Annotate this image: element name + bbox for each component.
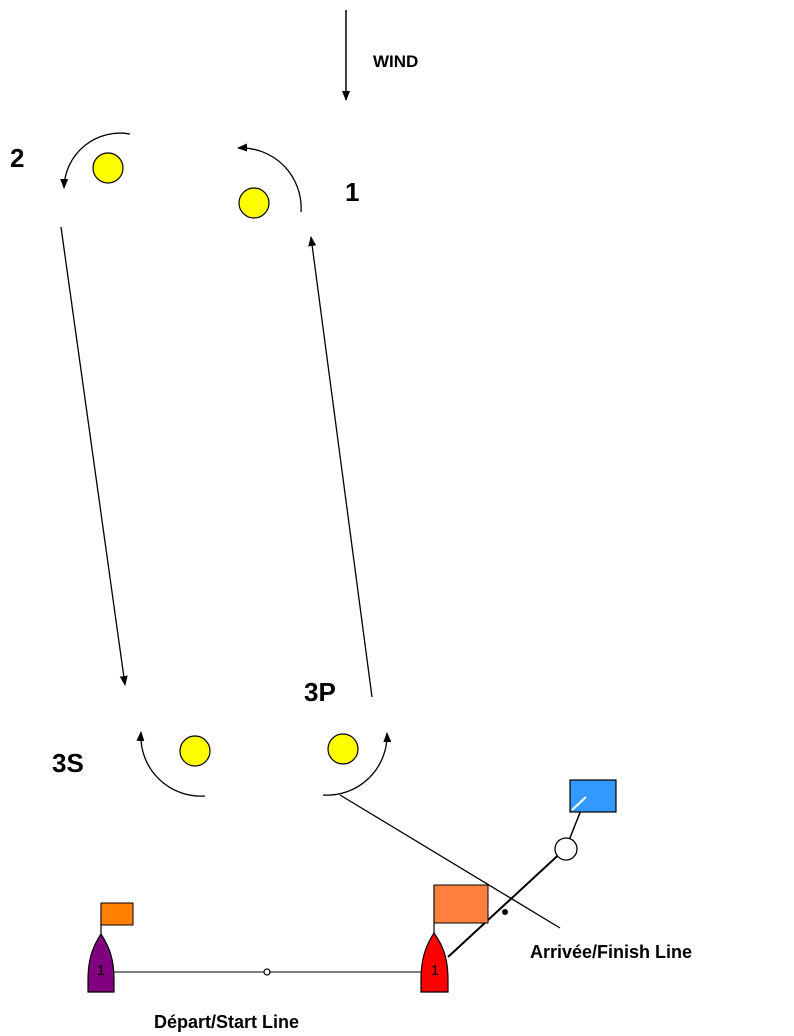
pin-boat-orange-flag (100, 902, 134, 926)
mark-3s-rounding-arrow (136, 731, 206, 797)
pin-boat (87, 902, 134, 993)
mark-1-label: 1 (345, 177, 359, 207)
committee-boat-orange-flag (433, 884, 489, 924)
mark-3p-rounding-arrow (322, 732, 392, 796)
committee-boat-number: 1 (431, 962, 439, 979)
downwind-leg-arrow (60, 226, 128, 686)
mark-1-buoy (238, 187, 270, 219)
pin-boat-number: 1 (97, 962, 105, 979)
mark-3s-label: 3S (52, 748, 84, 778)
finish-line-midpoint (502, 909, 508, 915)
upwind-leg-arrow (308, 236, 373, 698)
wind-label: WIND (373, 52, 418, 71)
mark-2-buoy (92, 152, 124, 184)
finish-line-label: Arrivée/Finish Line (530, 942, 692, 962)
mark-3p-label: 3P (304, 677, 336, 707)
mark-1-rounding-arrow (237, 143, 302, 213)
committee-boat (420, 884, 489, 993)
finish-line (447, 847, 567, 958)
mark-2-rounding-arrow (60, 132, 131, 189)
mark-3p-buoy (327, 733, 359, 765)
start-line-midpoint (263, 968, 271, 976)
finish-flag-highlight (571, 796, 587, 811)
mark-3s-buoy (179, 735, 211, 767)
start-line-label: Départ/Start Line (154, 1012, 299, 1032)
course-to-finish-line (339, 794, 561, 929)
finish-blue-flag (569, 779, 617, 813)
mark-2-label: 2 (10, 143, 24, 173)
finish-buoy (554, 837, 578, 861)
